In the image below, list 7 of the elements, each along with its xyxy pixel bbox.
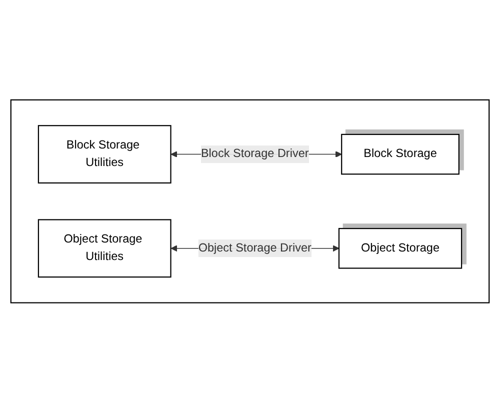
node-box: Object Storage Utilities (38, 218, 172, 278)
node-box: Object Storage (338, 228, 462, 268)
edge-label: Object Storage Driver (198, 241, 312, 254)
node-box: Block Storage Utilities (38, 124, 172, 184)
cluster (10, 99, 490, 303)
node-box: Block Storage (341, 134, 460, 174)
edge-label: Block Storage Driver (200, 147, 309, 160)
